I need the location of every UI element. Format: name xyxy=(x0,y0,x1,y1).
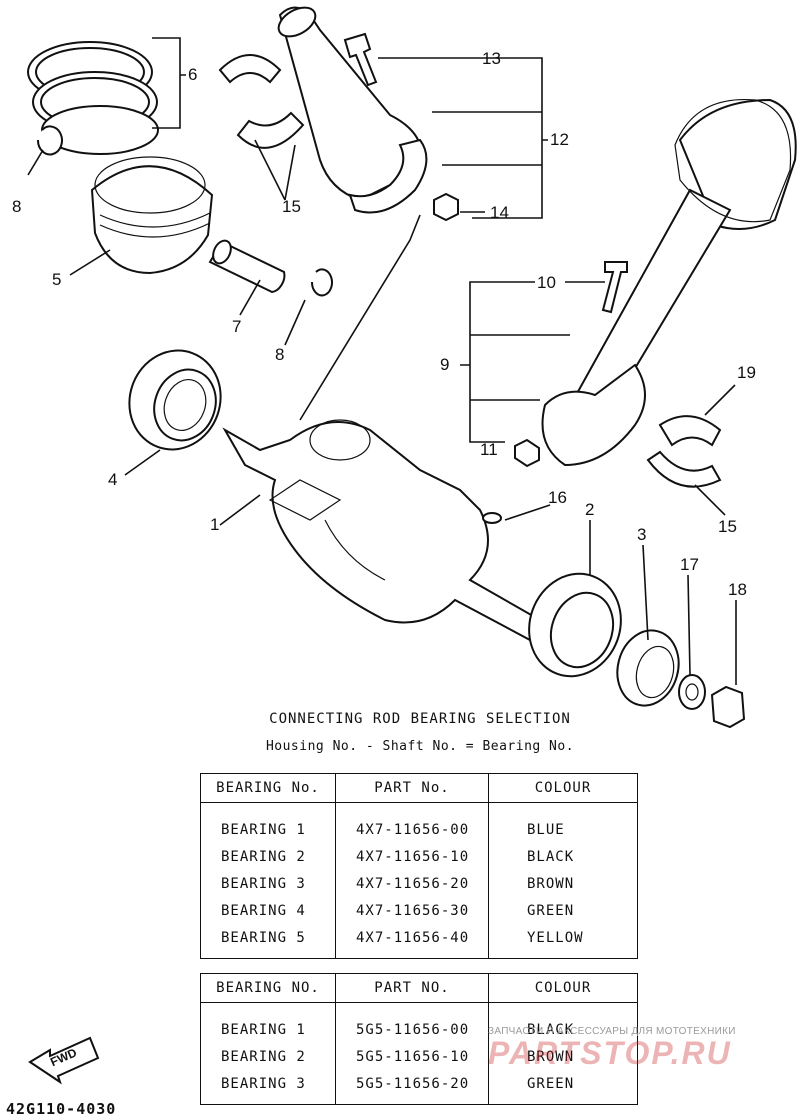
rod-nut-right xyxy=(514,438,540,468)
diagram-code: 42G110-4030 xyxy=(6,1100,117,1118)
callout-16: 16 xyxy=(548,488,567,507)
table-cell: 4X7-11656-40 xyxy=(356,930,470,946)
callout-7: 7 xyxy=(232,317,241,336)
table1-header-part: PART No. xyxy=(335,773,489,803)
circlip-top xyxy=(36,125,63,156)
callout-14: 14 xyxy=(490,203,509,222)
bearing-shells-top xyxy=(218,54,305,149)
crank-nut xyxy=(710,685,746,729)
watermark-logo: PARTSTOP.RU xyxy=(488,1035,732,1071)
table-cell: 4X7-11656-30 xyxy=(356,903,470,919)
callout-12: 12 xyxy=(550,130,569,149)
connecting-rod-top xyxy=(277,6,428,214)
table-cell: 5G5-11656-20 xyxy=(356,1076,470,1092)
table2-bearing-column: BEARING 1 BEARING 2 BEARING 3 xyxy=(200,1002,336,1105)
callout-9: 9 xyxy=(440,355,449,374)
bearing-left xyxy=(128,349,222,451)
table1-part-column: 4X7-11656-00 4X7-11656-10 4X7-11656-20 4… xyxy=(335,802,489,959)
callout-8-top: 8 xyxy=(12,197,21,216)
callout-11: 11 xyxy=(480,440,498,459)
table1-header-colour: COLOUR xyxy=(488,773,638,803)
table-cell: 5G5-11656-00 xyxy=(356,1022,470,1038)
table1-header-bearing: BEARING No. xyxy=(200,773,336,803)
callout-2: 2 xyxy=(585,500,594,519)
callout-5: 5 xyxy=(52,270,61,289)
callout-6: 6 xyxy=(188,65,197,84)
table-cell: BROWN xyxy=(527,1049,575,1065)
table-cell: 4X7-11656-00 xyxy=(356,822,470,838)
callout-1: 1 xyxy=(210,515,219,534)
table-cell: 5G5-11656-10 xyxy=(356,1049,470,1065)
callout-13: 13 xyxy=(482,49,501,68)
rod-bolt-right xyxy=(601,261,628,314)
table-cell: GREEN xyxy=(527,1076,575,1092)
table-cell: YELLOW xyxy=(527,930,584,946)
bearing-right xyxy=(528,572,622,678)
table-cell: BEARING 4 xyxy=(221,903,306,919)
callout-15-top: 15 xyxy=(282,197,301,216)
callout-18: 18 xyxy=(728,580,747,599)
table-cell: BEARING 3 xyxy=(221,876,306,892)
watermark: ЗАПЧАСТИ И АКСЕССУАРЫ ДЛЯ МОТОТЕХНИКИ PA… xyxy=(488,1026,798,1072)
rod-bolt xyxy=(343,32,378,87)
selection-formula: Housing No. - Shaft No. = Bearing No. xyxy=(265,739,575,754)
table2-header-colour: COLOUR xyxy=(488,973,638,1003)
leader-lines xyxy=(27,37,737,685)
table2-header-part: PART NO. xyxy=(335,973,489,1003)
callout-4: 4 xyxy=(108,470,117,489)
table-cell: 4X7-11656-10 xyxy=(356,849,470,865)
piston-rings xyxy=(27,41,159,155)
callout-17: 17 xyxy=(680,555,699,574)
table-cell: BEARING 1 xyxy=(221,822,306,838)
table-cell: BEARING 5 xyxy=(221,930,306,946)
rod-nut xyxy=(433,192,459,222)
table-cell: BLACK xyxy=(527,1022,575,1038)
table-cell: BEARING 2 xyxy=(221,849,306,865)
table1-bearing-column: BEARING 1 BEARING 2 BEARING 3 BEARING 4 … xyxy=(200,802,336,959)
table-cell: BEARING 3 xyxy=(221,1076,306,1092)
drive-gear xyxy=(616,629,680,707)
bearing-table-1: BEARING No. PART No. COLOUR BEARING 1 BE… xyxy=(200,773,638,959)
callout-19: 19 xyxy=(737,363,756,382)
cylinder-outline xyxy=(674,98,792,223)
crankshaft xyxy=(222,419,562,647)
washer xyxy=(678,674,706,710)
callout-10: 10 xyxy=(537,273,556,292)
table-cell: BROWN xyxy=(527,876,575,892)
connecting-rod-right xyxy=(541,98,797,467)
table1-colour-column: BLUE BLACK BROWN GREEN YELLOW xyxy=(488,802,638,959)
circlip-lower xyxy=(310,268,333,297)
callout-3: 3 xyxy=(637,525,646,544)
callout-8-lower: 8 xyxy=(275,345,284,364)
table2-header-bearing: BEARING NO. xyxy=(200,973,336,1003)
piston-pin xyxy=(208,239,286,294)
bearing-table-2: BEARING NO. PART NO. COLOUR BEARING 1 BE… xyxy=(200,973,638,1105)
watermark-tagline: ЗАПЧАСТИ И АКСЕССУАРЫ ДЛЯ МОТОТЕХНИКИ xyxy=(488,1026,736,1037)
woodruff-key xyxy=(482,512,502,524)
table-cell: BLUE xyxy=(527,822,565,838)
table2-part-column: 5G5-11656-00 5G5-11656-10 5G5-11656-20 xyxy=(335,1002,489,1105)
table-cell: GREEN xyxy=(527,903,575,919)
table-cell: BLACK xyxy=(527,849,575,865)
table2-colour-column: BLACK BROWN GREEN xyxy=(488,1002,638,1105)
selection-title: CONNECTING ROD BEARING SELECTION xyxy=(269,711,571,727)
table-cell: BEARING 2 xyxy=(221,1049,306,1065)
callout-15-right: 15 xyxy=(718,517,737,536)
table-cell: 4X7-11656-20 xyxy=(356,876,470,892)
table-cell: BEARING 1 xyxy=(221,1022,306,1038)
fwd-arrow-icon: FWD xyxy=(28,1036,100,1085)
piston xyxy=(90,156,214,275)
bearing-shells-right xyxy=(646,415,722,488)
